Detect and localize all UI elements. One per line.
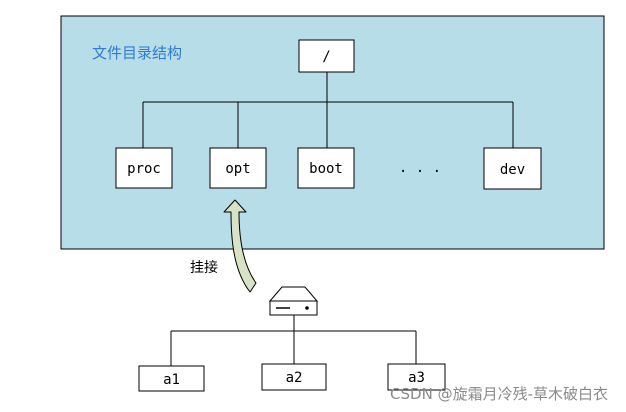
hard-drive-icon: [268, 286, 319, 316]
panel-title: 文件目录结构: [92, 44, 182, 62]
node-a3: a3: [387, 363, 446, 391]
node-proc-label: proc: [127, 161, 161, 177]
node-a1: a1: [138, 365, 205, 392]
node-boot: boot: [297, 147, 355, 189]
node-a2: a2: [261, 363, 327, 391]
node-opt: opt: [209, 147, 267, 189]
root-node: /: [298, 39, 355, 73]
ellipsis: · · ·: [399, 164, 441, 180]
node-opt-label: opt: [225, 161, 250, 177]
node-dev-label: dev: [500, 162, 525, 178]
watermark-text: CSDN @旋霜月冷残-草木破白衣: [390, 385, 608, 403]
node-a1-label: a1: [163, 372, 180, 388]
device-tree-connectors: [170, 315, 417, 366]
node-a2-label: a2: [286, 370, 303, 386]
node-a3-label: a3: [408, 370, 425, 386]
mount-label: 挂接: [190, 259, 218, 276]
node-dev: dev: [483, 147, 542, 190]
node-boot-label: boot: [309, 161, 343, 177]
root-node-label: /: [322, 49, 330, 65]
mount-arrow: [223, 199, 257, 293]
directory-tree-connectors: [142, 72, 514, 148]
node-proc: proc: [115, 147, 173, 189]
